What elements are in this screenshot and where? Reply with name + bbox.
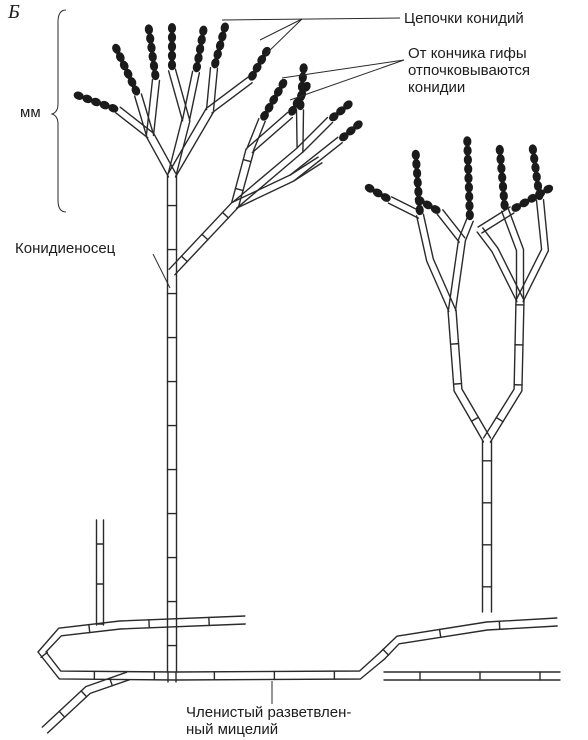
right-metula-wall-b — [169, 108, 207, 173]
conidium-chain — [148, 51, 158, 62]
panel-letter: Б — [8, 4, 20, 21]
right-phialide-7-wall-a — [443, 210, 465, 238]
side-branch-septum — [202, 234, 208, 239]
side-branch-wall-a — [175, 151, 254, 275]
mid-metula-wall-b — [168, 119, 182, 174]
lower-left-hypha-septum — [81, 691, 86, 697]
right-right-stalk-wall-b — [484, 300, 516, 438]
hyphae-structures — [38, 68, 560, 733]
side-phialide-1-wall-b — [247, 119, 259, 149]
side-phialide-6-wall-a — [294, 143, 342, 181]
conidium-chain — [496, 154, 505, 165]
conidium-chain — [299, 63, 308, 74]
conidium-chain — [168, 60, 176, 70]
conidium-chain — [531, 162, 541, 173]
conidium-chain — [198, 25, 208, 37]
conidium-chain — [144, 24, 154, 35]
right-left-stalk-septum — [454, 384, 462, 385]
right-phialide-2-wall-a — [456, 221, 474, 310]
conidium-chain — [495, 144, 504, 155]
conidium-chain — [464, 154, 473, 165]
conidium-chain — [498, 172, 507, 183]
conidium-chain — [498, 181, 507, 192]
scale-bracket — [52, 10, 66, 212]
right-right-stalk-wall-a — [490, 300, 524, 442]
lower-left-hypha-septum — [59, 711, 64, 717]
conidium-chain — [151, 69, 161, 80]
side-branch-septum — [223, 212, 229, 217]
conidium-chain — [168, 41, 176, 51]
conidium-chain — [497, 163, 506, 174]
right-left-stalk-wall-b — [448, 310, 484, 442]
conidium-chain — [149, 60, 159, 71]
label-budding-tip: От кончика гифы отпочковываются конидии — [408, 45, 530, 96]
conidium-chain — [499, 190, 508, 201]
right-phialide-1-wall-b — [417, 216, 449, 312]
right-left-stalk-septum — [451, 344, 459, 345]
side-branch-septum — [235, 188, 243, 190]
conidium-chain — [532, 171, 542, 182]
conidium-chain — [465, 191, 474, 202]
main-mycelium-septum — [383, 649, 389, 655]
right-phialide-5-wall-a — [523, 200, 548, 302]
phialide-7-wall-b — [208, 77, 248, 107]
conidium-chain — [465, 200, 474, 211]
annotation-lines — [52, 10, 404, 704]
side-phialide-3-wall-a — [237, 110, 303, 208]
phialide-6-wall-b — [207, 68, 211, 110]
conidium-chain — [463, 136, 472, 147]
right-phialide-3-wall-b — [477, 232, 517, 302]
conidium-chain — [413, 177, 422, 188]
conidium-chain — [465, 182, 474, 193]
conidium-chain — [528, 144, 538, 155]
side-branch-septum — [243, 160, 251, 162]
conidium-chain — [412, 159, 421, 170]
right-phialide-5-wall-b — [517, 200, 542, 298]
main-mycelium-septum — [41, 652, 47, 657]
label-conidia-chains: Цепочки конидий — [404, 10, 524, 27]
right-left-stalk-wall-a — [456, 310, 491, 438]
conidium-chain — [298, 72, 307, 83]
phialide-2-wall-b — [135, 96, 147, 136]
right-left-stalk-septum — [471, 417, 478, 421]
conidium-chain — [464, 173, 473, 184]
right-right-stalk-septum — [496, 417, 503, 421]
leader-chains-1 — [222, 18, 400, 20]
label-conidiophore: Конидиеносец — [15, 240, 115, 257]
conidium-chain — [145, 33, 155, 44]
main-mycelium-wall-b — [46, 618, 557, 672]
phialide-6-wall-a — [214, 68, 218, 110]
label-mycelium: Членистый разветвлен- ный мицелий — [186, 704, 351, 738]
conidium-chain — [195, 43, 205, 55]
conidium-chain — [411, 149, 420, 160]
conidium-chain — [463, 145, 472, 156]
conidium-chain — [168, 23, 176, 33]
side-branch-septum — [181, 256, 187, 261]
main-mycelium-wall-a — [38, 616, 557, 680]
left-metula-wall-b — [147, 137, 169, 177]
phialide-7-wall-a — [212, 83, 252, 113]
conidium-chain — [192, 61, 202, 73]
side-phialide-2-wall-a — [252, 118, 292, 153]
phialide-3-wall-a — [154, 80, 160, 135]
leader-chains-2 — [260, 19, 302, 40]
leader-chains-3 — [265, 19, 302, 55]
right-phialide-6-wall-b — [388, 203, 418, 218]
conidium-chain — [147, 42, 157, 53]
conidium-chain — [529, 153, 539, 164]
main-mycelium-septum — [440, 629, 441, 637]
conidium-chain — [168, 32, 176, 42]
conidium-chain — [197, 34, 207, 46]
conidium-chain — [168, 51, 176, 61]
main-mycelium-septum — [89, 625, 90, 633]
phialide-4-wall-b — [169, 71, 183, 121]
right-phialide-7-wall-b — [437, 214, 459, 242]
lower-left-hypha-wall-b — [48, 680, 130, 733]
label-scale-unit: мм — [20, 104, 41, 121]
conidium-chain — [464, 164, 473, 175]
conidium-chain — [413, 168, 422, 179]
conidium-chain — [414, 186, 423, 197]
conidium-chain — [194, 52, 204, 64]
